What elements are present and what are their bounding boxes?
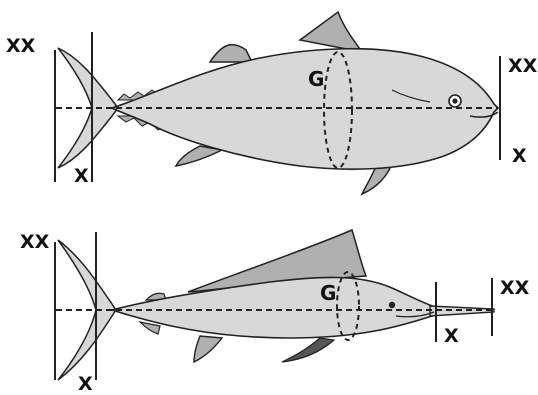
tuna-length-label-right: XX <box>508 55 538 77</box>
tuna-girth-ellipse <box>323 51 353 169</box>
marlin-second-dorsal-fin <box>144 292 167 301</box>
tuna-figure: XX X XX X G <box>6 10 538 196</box>
marlin-girth-ellipse <box>336 271 360 341</box>
marlin-girth-label: G <box>320 281 336 305</box>
tuna-girth-label: G <box>308 67 324 91</box>
marlin-length-label-right: XX <box>500 277 530 299</box>
tuna-mouth <box>469 111 499 118</box>
marlin-body <box>109 276 439 339</box>
marlin-lower-fin <box>138 321 161 335</box>
marlin-figure: XX X XX X G <box>20 228 530 395</box>
tuna-fork-label-left: X <box>74 165 89 187</box>
marlin-tail <box>57 239 117 381</box>
marlin-mouth <box>395 311 435 318</box>
tuna-second-dorsal-fin <box>208 43 254 63</box>
marlin-bill <box>429 305 495 317</box>
tuna-eye-pupil <box>452 98 458 104</box>
marlin-fork-label-left: X <box>78 373 93 395</box>
marlin-anal-fin <box>193 335 224 364</box>
tuna-fork-label-right: X <box>512 145 527 167</box>
marlin-fork-label-right: X <box>444 325 459 347</box>
tuna-pectoral-fin <box>391 89 431 103</box>
marlin-eye <box>388 301 396 309</box>
tuna-pelvic-fin <box>360 161 394 196</box>
tuna-first-dorsal-fin <box>298 10 364 54</box>
tuna-anal-fin <box>174 145 225 168</box>
marlin-pelvic-fin <box>281 337 336 363</box>
tuna-length-label-left: XX <box>6 35 36 57</box>
marlin-length-label-left: XX <box>20 231 50 253</box>
tuna-body <box>109 47 500 170</box>
